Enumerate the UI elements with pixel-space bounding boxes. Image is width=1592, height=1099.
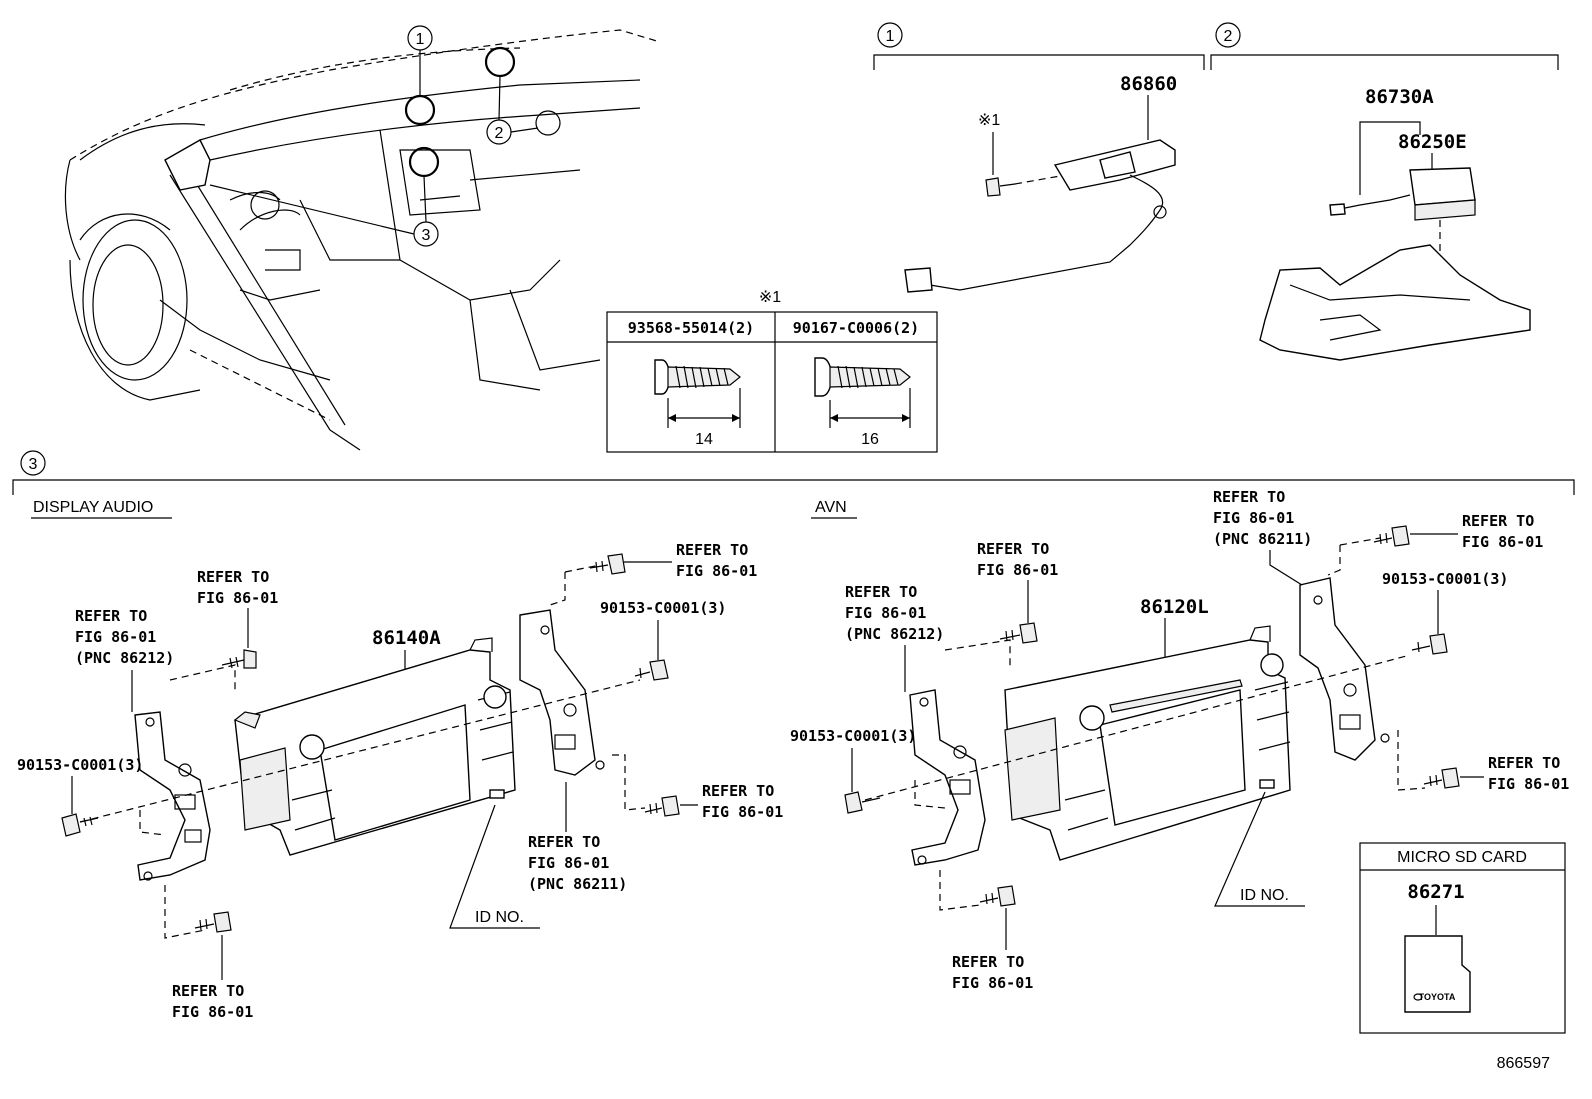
display-audio-title: DISPLAY AUDIO	[33, 499, 153, 516]
avn-refer-bottom: REFER TO FIG 86-01	[952, 908, 1033, 992]
da-refer-left: REFER TO FIG 86-01 (PNC 86212)	[75, 607, 174, 712]
svg-text:FIG 86-01: FIG 86-01	[952, 974, 1033, 992]
svg-text:REFER TO: REFER TO	[676, 541, 748, 559]
svg-text:(PNC 86212): (PNC 86212)	[75, 649, 174, 667]
figure-id: 866597	[1497, 1055, 1550, 1072]
avn-refer-top: REFER TO FIG 86-01	[977, 540, 1058, 623]
avn-bolt-right-label: 90153-C0001(3)	[1382, 570, 1508, 588]
da-refer-bottom: REFER TO FIG 86-01	[172, 935, 253, 1021]
svg-text:FIG 86-01: FIG 86-01	[977, 561, 1058, 579]
da-bolt-right-label: 90153-C0001(3)	[600, 599, 726, 617]
svg-text:REFER TO: REFER TO	[702, 782, 774, 800]
da-refer-top: REFER TO FIG 86-01	[197, 568, 278, 648]
svg-text:FIG 86-01: FIG 86-01	[702, 803, 783, 821]
avn-refer-left: REFER TO FIG 86-01 (PNC 86212)	[845, 583, 944, 692]
bolt-avn-top	[999, 622, 1038, 644]
svg-text:(PNC 86211): (PNC 86211)	[528, 875, 627, 893]
svg-text:REFER TO: REFER TO	[977, 540, 1049, 558]
da-refer-bottom-right: REFER TO FIG 86-01 (PNC 86211)	[528, 782, 627, 893]
bolt-avn-left	[844, 791, 881, 814]
svg-text:REFER TO: REFER TO	[845, 583, 917, 601]
bolt-avn-top-right	[1373, 525, 1410, 547]
part-86860: 86860	[1120, 73, 1177, 95]
svg-text:REFER TO: REFER TO	[1213, 488, 1285, 506]
avn-id-no: ID NO.	[1240, 887, 1289, 904]
svg-text:REFER TO: REFER TO	[197, 568, 269, 586]
svg-text:FIG 86-01: FIG 86-01	[75, 628, 156, 646]
avn-title: AVN	[815, 499, 847, 516]
fastener-2-part: 90167-C0006(2)	[793, 319, 919, 337]
sd-card-brand: TOYOTA	[1419, 992, 1456, 1002]
callout-2: 2	[495, 125, 504, 142]
micro-sd-card-box: MICRO SD CARD 86271 TOYOTA	[1359, 842, 1566, 1034]
fastener-1-part: 93568-55014(2)	[628, 319, 754, 337]
svg-text:FIG 86-01: FIG 86-01	[172, 1003, 253, 1021]
fastener-table-title: ※1	[759, 289, 781, 306]
fastener-2-length: 16	[861, 431, 879, 448]
svg-text:FIG 86-01: FIG 86-01	[1213, 509, 1294, 527]
bolt-avn-bottom-right	[1423, 767, 1460, 789]
head-unit-avn	[1004, 625, 1291, 861]
callout-3: 3	[422, 227, 431, 244]
bolt-da-right	[634, 659, 669, 681]
section-1-marker: 1	[886, 28, 895, 45]
bolt-da-bottom	[194, 911, 232, 933]
da-refer-right: REFER TO FIG 86-01	[680, 782, 783, 821]
da-bolt-label: 90153-C0001(3)	[17, 756, 143, 774]
sd-card-title: MICRO SD CARD	[1397, 849, 1527, 866]
avn-refer-right: REFER TO FIG 86-01	[1460, 754, 1569, 793]
svg-text:FIG 86-01: FIG 86-01	[1488, 775, 1569, 793]
fastener-1-length: 14	[695, 431, 713, 448]
bolt-avn-right	[1411, 633, 1448, 655]
avn-group: AVN 86120L	[790, 488, 1569, 992]
dashboard-overview: 1 2 3	[64, 25, 661, 451]
section-1: 1 86860 ※1	[873, 22, 1205, 293]
svg-text:FIG 86-01: FIG 86-01	[676, 562, 757, 580]
svg-text:(PNC 86212): (PNC 86212)	[845, 625, 944, 643]
bolt-da-top	[221, 649, 257, 669]
svg-text:REFER TO: REFER TO	[75, 607, 147, 625]
svg-text:FIG 86-01: FIG 86-01	[845, 604, 926, 622]
section-3-marker: 3	[29, 456, 38, 473]
svg-text:REFER TO: REFER TO	[172, 982, 244, 1000]
note-ref-1: ※1	[978, 112, 1000, 129]
section-3-header: 3	[12, 450, 1575, 495]
svg-text:REFER TO: REFER TO	[1488, 754, 1560, 772]
section-2-marker: 2	[1224, 28, 1233, 45]
display-audio-group: DISPLAY AUDIO 86140A	[17, 499, 783, 1021]
svg-text:FIG 86-01: FIG 86-01	[1462, 533, 1543, 551]
bolt-da-top-right	[589, 553, 626, 575]
head-unit-display-audio	[233, 637, 516, 856]
fastener-table: ※1 93568-55014(2) 90167-C0006(2) 14 16	[606, 289, 938, 453]
bolt-da-bottom-right	[644, 795, 680, 817]
svg-text:REFER TO: REFER TO	[1462, 512, 1534, 530]
avn-refer-top-right-pnc: REFER TO FIG 86-01 (PNC 86211)	[1213, 488, 1312, 586]
sd-card-part: 86271	[1407, 881, 1464, 903]
svg-text:FIG 86-01: FIG 86-01	[528, 854, 609, 872]
svg-text:REFER TO: REFER TO	[952, 953, 1024, 971]
callout-1: 1	[416, 31, 425, 48]
avn-refer-far-right: REFER TO FIG 86-01	[1410, 512, 1543, 551]
svg-text:REFER TO: REFER TO	[528, 833, 600, 851]
display-audio-unit: 86140A	[372, 627, 441, 649]
avn-bolt-left-label: 90153-C0001(3)	[790, 727, 916, 745]
part-86250E: 86250E	[1398, 131, 1467, 153]
avn-unit: 86120L	[1140, 596, 1209, 618]
svg-text:(PNC 86211): (PNC 86211)	[1213, 530, 1312, 548]
bolt-avn-bottom	[979, 885, 1016, 907]
section-2: 2 86730A 86250E	[1210, 22, 1559, 361]
part-86730A: 86730A	[1365, 86, 1434, 108]
da-id-no: ID NO.	[475, 909, 524, 926]
bolt-da-left	[61, 813, 99, 837]
svg-text:FIG 86-01: FIG 86-01	[197, 589, 278, 607]
da-refer-top-right: REFER TO FIG 86-01	[624, 541, 757, 580]
